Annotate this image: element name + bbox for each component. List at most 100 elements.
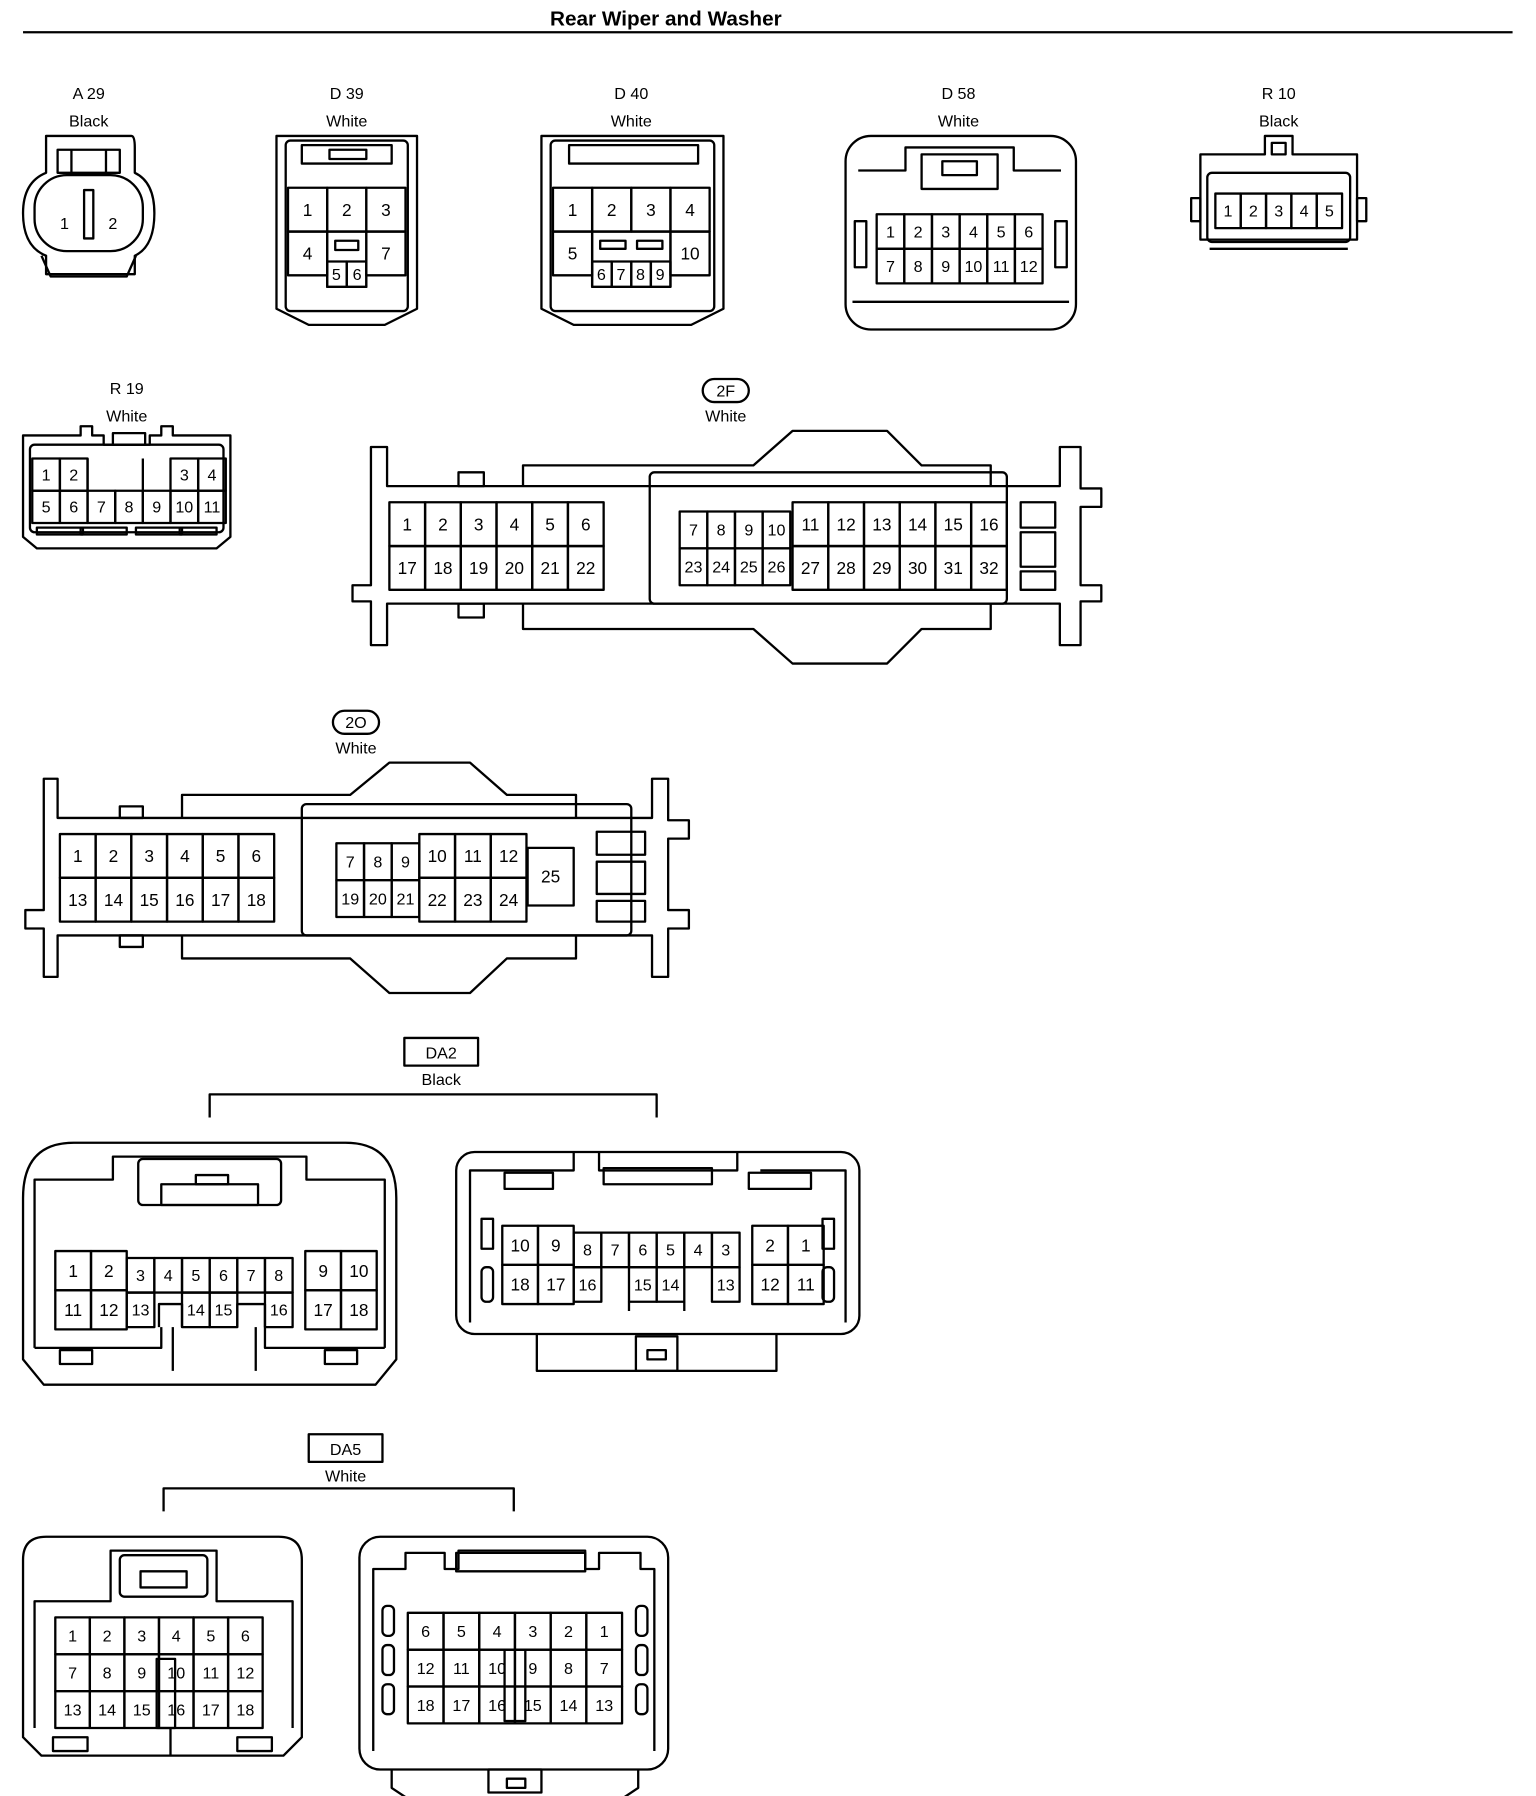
pin-cell [196,489,227,525]
pin-number: 4 [510,514,520,534]
pin-number: 6 [69,499,78,517]
pin-number: 31 [944,558,963,578]
pin-number: 17 [546,1275,565,1295]
pin-number: 16 [488,1697,506,1715]
connector-color: White [106,408,147,426]
pin-number: 9 [551,1236,561,1256]
pin-number: 6 [219,1267,228,1285]
pin-cell [655,1266,686,1303]
pin-number: 29 [872,558,891,578]
pin-number: 18 [433,558,452,578]
pin-number: 1 [568,200,578,220]
pin-cell [1315,192,1344,230]
pin-number: 15 [944,514,963,534]
pin-number: 8 [103,1665,112,1683]
pin-number: 2 [765,1236,775,1256]
pin-number: 3 [474,514,484,534]
pin-number: 19 [341,890,359,908]
pin-number: 9 [744,522,753,540]
pin-number: 22 [576,558,595,578]
pin-number: 4 [180,846,190,866]
pin-number: 14 [662,1276,680,1294]
pin-number: 7 [600,1660,609,1678]
pin-number: 1 [886,223,895,241]
pin-number: 11 [204,499,221,517]
pin-number: 5 [666,1242,675,1260]
pin-number: 1 [68,1261,78,1281]
pin-number: 13 [64,1701,82,1719]
pin-number: 7 [68,1665,77,1683]
pin-number: 14 [98,1701,116,1719]
pin-number: 12 [837,514,856,534]
connector-code: R 10 [1262,85,1296,103]
pin-number: 26 [767,559,785,577]
connector-color: White [705,408,746,426]
pin-cell [969,544,1008,591]
pin-number: 6 [1024,223,1033,241]
pin-number: 15 [215,1302,233,1320]
connector-color: White [326,113,367,131]
pin-number: 3 [528,1623,537,1641]
pin-number: 13 [595,1697,613,1715]
pin-number: 23 [685,559,703,577]
pin-cell [585,1685,624,1725]
pin-number: 14 [560,1697,578,1715]
pin-number: 17 [211,890,230,910]
pin-number: 7 [97,499,106,517]
pin-number: 7 [886,258,895,276]
pin-number: 12 [417,1660,435,1678]
pin-number: 10 [349,1261,368,1281]
pin-cell [125,1291,156,1329]
header: Rear Wiper and Washer [23,7,1513,34]
pin-number: 13 [132,1302,150,1320]
pin-number: 10 [175,499,193,517]
pin-number: 24 [712,559,730,577]
pin-number: 24 [499,890,519,910]
pin-number: 7 [689,522,698,540]
pin-number: 15 [634,1276,652,1294]
pin-number: 18 [417,1697,435,1715]
pin-number: 4 [1300,203,1309,221]
pin-number: 13 [68,890,87,910]
pin-number: 16 [270,1302,288,1320]
pin-number: 12 [761,1275,780,1295]
pin-number: 1 [303,200,313,220]
connector-code: A 29 [73,85,105,103]
pin-number: 9 [318,1261,328,1281]
pin-number: 6 [241,1628,250,1646]
pin-number: 7 [616,266,625,284]
pin-number: 8 [717,522,726,540]
pin-number: 3 [180,466,189,484]
pin-number: 11 [464,846,482,866]
pin-number: 5 [42,499,51,517]
pin-number: 8 [125,499,134,517]
page-title: Rear Wiper and Washer [550,7,782,30]
pin-number: 2 [104,1261,114,1281]
pin-number: 2 [103,1628,112,1646]
pin-number: 5 [332,266,341,284]
pin-number: 17 [452,1697,470,1715]
connector-color: Black [422,1071,462,1089]
pin-cell [237,876,276,923]
pin-number: 27 [801,558,820,578]
pin-number: 20 [505,558,524,578]
pin-number: 14 [908,514,928,534]
pin-number: 8 [274,1267,283,1285]
pin-number: 15 [524,1697,542,1715]
pin-number: 3 [941,223,950,241]
pin-number: 10 [511,1236,530,1256]
connector-color: White [335,739,376,757]
pin-number: 2 [564,1623,573,1641]
pin-number: 6 [252,846,262,866]
pin-number: 7 [381,244,391,264]
pin-number: 16 [167,1701,185,1719]
pin-number: 1 [73,846,83,866]
pin-number: 3 [646,200,656,220]
